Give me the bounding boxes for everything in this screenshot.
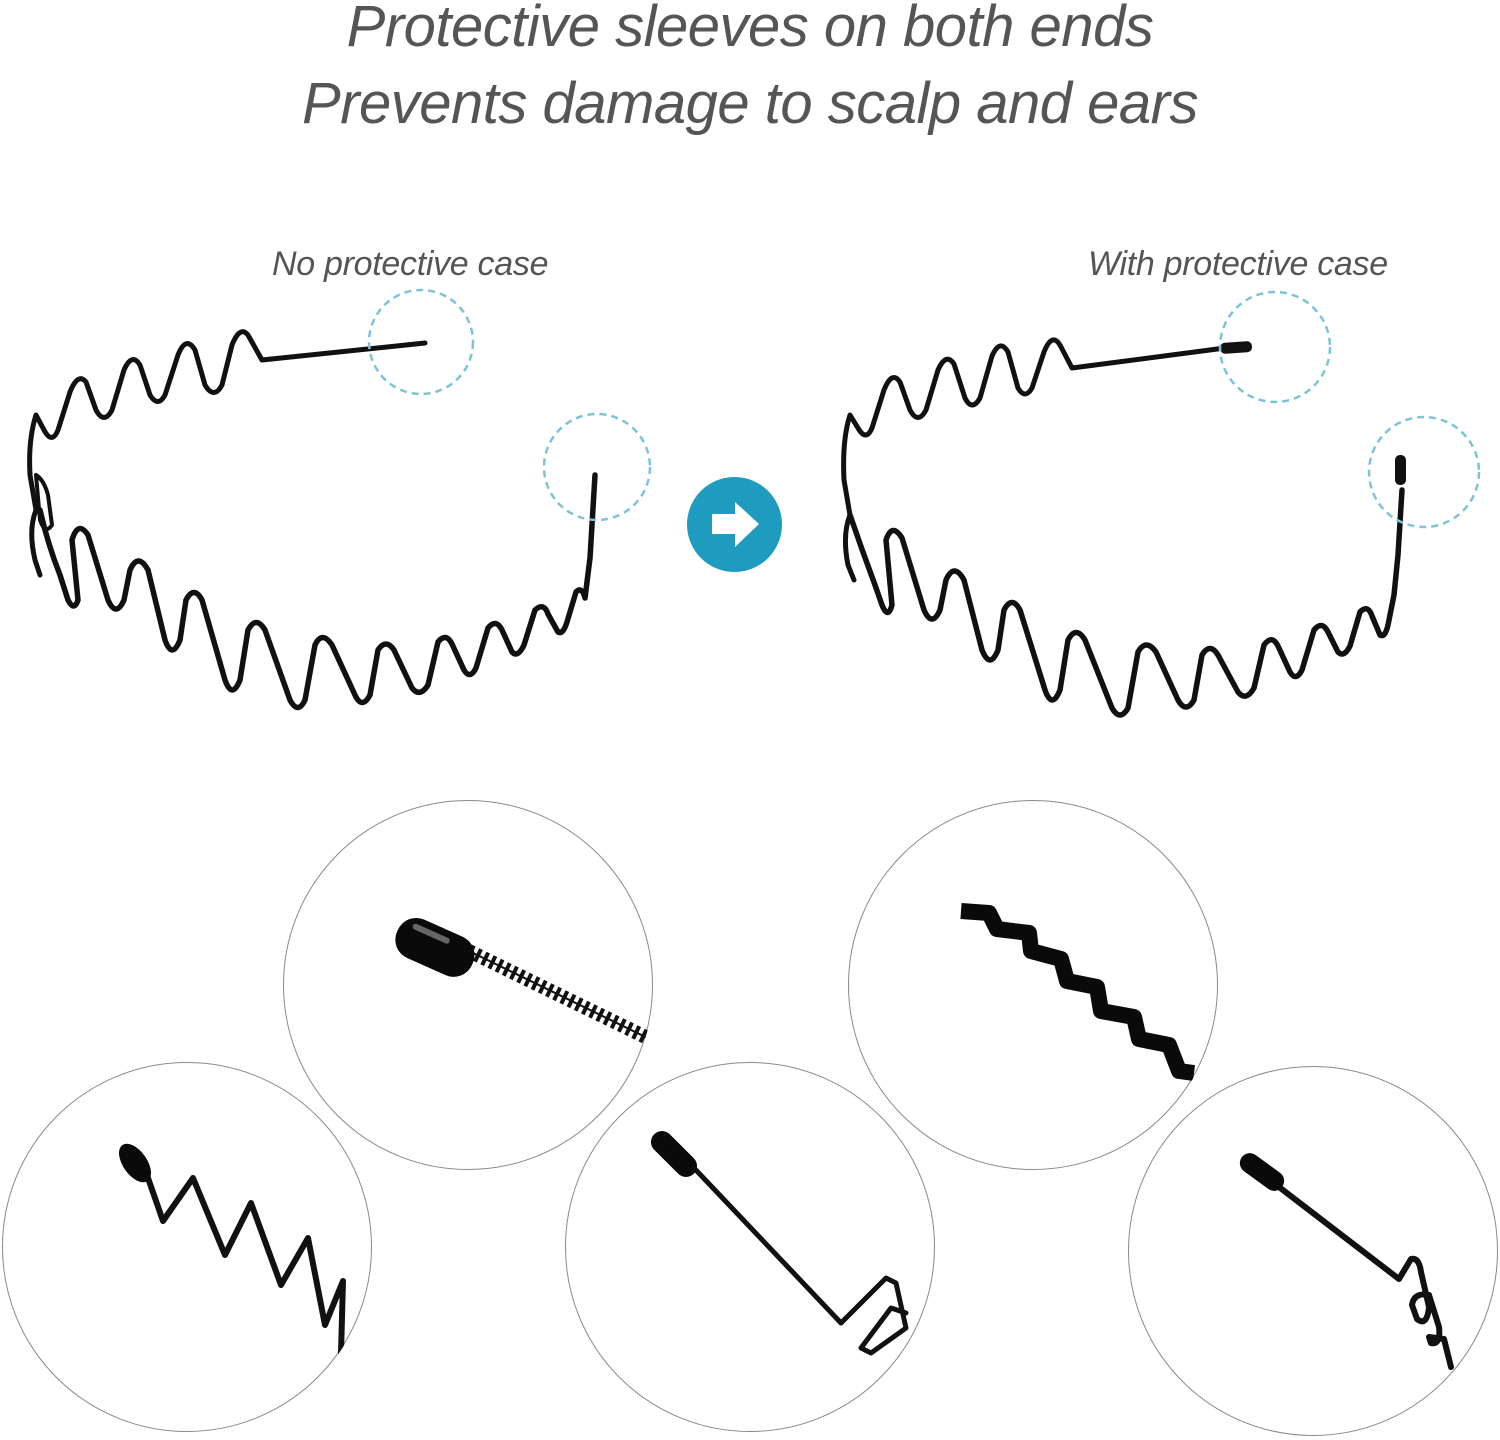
detail-view-spring-sleeve-end (283, 800, 653, 1170)
caption-with-protective-case: With protective case (1088, 245, 1388, 283)
headband-with-caps-illustration (841, 337, 1406, 718)
detail-view-flat-wave-end (848, 800, 1218, 1170)
highlight-circle-top-end-left (367, 288, 475, 396)
detail-view-zigzag-capped-end (2, 1062, 372, 1432)
detail-view-straight-capped-end-hook (565, 1062, 935, 1432)
highlight-circle-side-end-left (542, 412, 652, 522)
headline-line-2: Prevents damage to scalp and ears (302, 71, 1198, 136)
highlight-circle-top-end-right (1218, 290, 1332, 404)
headline-line-1: Protective sleeves on both ends (346, 0, 1154, 59)
caption-no-protective-case: No protective case (272, 245, 549, 283)
headband-without-caps-illustration (27, 329, 598, 711)
arrow-right-circle-icon (687, 477, 782, 572)
detail-view-straight-capped-end-wave (1128, 1066, 1498, 1436)
highlight-circle-side-end-right (1367, 415, 1481, 529)
